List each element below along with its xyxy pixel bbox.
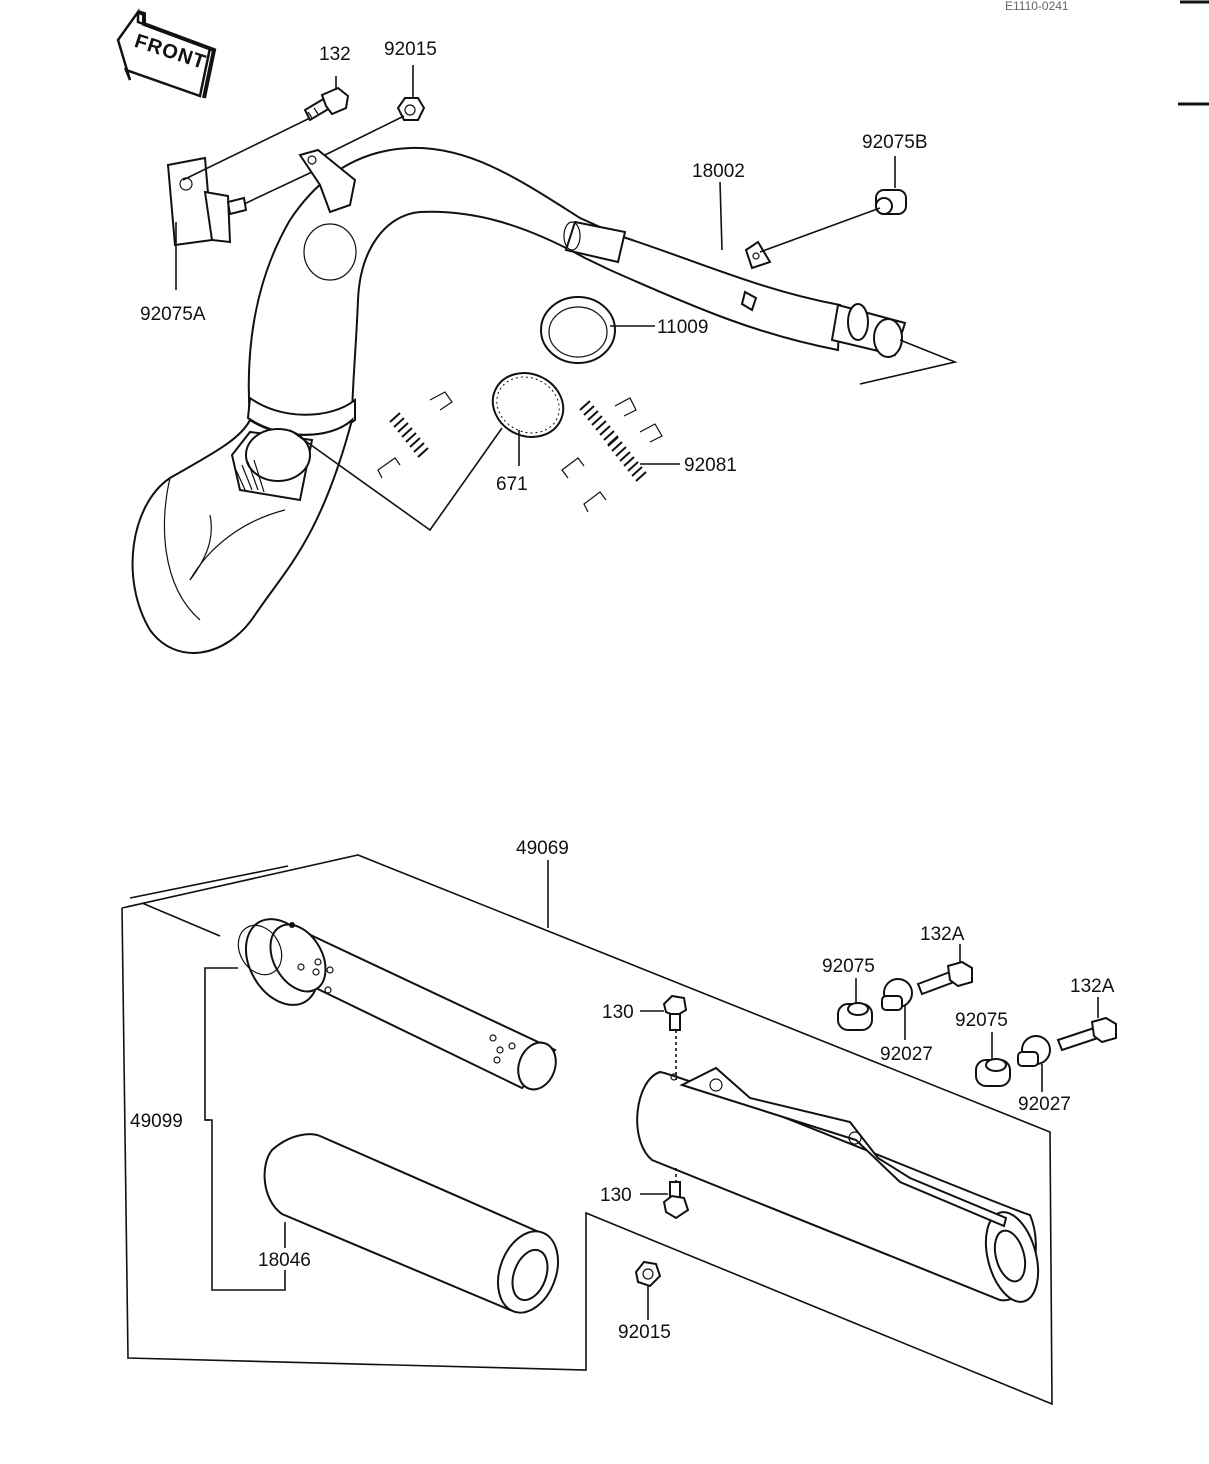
packing-18046-icon — [263, 1133, 559, 1314]
label-92081: 92081 — [684, 455, 737, 476]
nut-92015-icon-bottom — [634, 1260, 662, 1288]
label-49069: 49069 — [516, 838, 569, 859]
grommet-92075-icon-2 — [975, 1058, 1011, 1087]
collar-92027-icon-2 — [1017, 1035, 1051, 1067]
label-130-1: 130 — [602, 1002, 634, 1023]
spring-92081-icon-1 — [377, 391, 453, 479]
label-18002: 18002 — [692, 161, 745, 182]
front-arrow-icon: FRONT — [116, 8, 217, 99]
label-132: 132 — [319, 44, 351, 65]
label-92015-top: 92015 — [384, 39, 437, 60]
collar-92027-icon-1 — [881, 978, 913, 1011]
bolt-132-icon — [303, 86, 350, 122]
diagram-code: E1110-0241 — [1005, 0, 1069, 13]
label-49099: 49099 — [130, 1111, 183, 1132]
o-ring-671-icon — [491, 372, 565, 438]
bolt-130-icon-1 — [662, 994, 688, 1031]
bolt-130-icon-2 — [662, 1181, 690, 1220]
label-132A-1: 132A — [920, 924, 965, 945]
spring-92081-icon-2 — [561, 397, 637, 479]
grommet-92075-icon-1 — [837, 1002, 873, 1031]
label-11009: 11009 — [657, 317, 708, 338]
grommet-92075B-icon — [875, 189, 907, 215]
silencer-body-icon — [636, 1066, 1040, 1303]
expansion-chamber-18002 — [131, 146, 907, 654]
nut-92015-icon — [396, 97, 426, 121]
label-92075B: 92075B — [862, 132, 928, 153]
label-92075-2: 92075 — [955, 1010, 1008, 1031]
label-92075-1: 92075 — [822, 956, 875, 977]
bolt-132A-icon-2 — [1056, 1016, 1117, 1052]
bolt-132A-icon-1 — [916, 960, 973, 996]
label-92027-2: 92027 — [1018, 1094, 1071, 1115]
label-18046: 18046 — [258, 1250, 311, 1271]
label-92015-bottom: 92015 — [618, 1322, 671, 1343]
spring-92081-icon-3 — [583, 423, 663, 513]
label-130-2: 130 — [600, 1185, 632, 1206]
gasket-11009-icon — [540, 296, 616, 364]
bracket-92075A — [166, 156, 248, 247]
baffle-49099-icon — [237, 918, 557, 1091]
label-92027-1: 92027 — [880, 1044, 933, 1065]
label-671: 671 — [496, 474, 528, 495]
bottom-leader-lines — [204, 860, 1099, 1320]
top-leader-lines — [175, 65, 958, 532]
assembly-outline-49069 — [121, 854, 1053, 1406]
label-92075A: 92075A — [140, 304, 206, 325]
label-132A-2: 132A — [1070, 976, 1115, 997]
